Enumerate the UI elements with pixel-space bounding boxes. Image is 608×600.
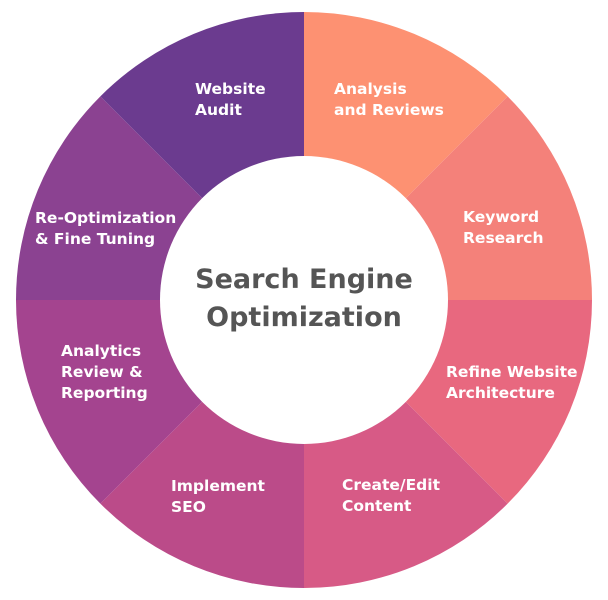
segment-label-line: Implement [171, 477, 266, 495]
segment-label-line: and Reviews [334, 101, 444, 119]
center-title-line: Search Engine [195, 264, 413, 295]
segment-label-line: Website [195, 80, 266, 98]
segment-label-line: Re-Optimization [35, 209, 176, 227]
segment-label-line: & Fine Tuning [35, 230, 155, 248]
segment-label-line: Keyword [463, 208, 539, 226]
segment-label-line: Create/Edit [342, 476, 441, 494]
segment-label-line: Reporting [61, 384, 148, 402]
center-title-line: Optimization [206, 302, 402, 333]
segment-label-line: Analytics [61, 342, 141, 360]
segment-label-analysis-reviews: Analysis and Reviews [334, 80, 444, 119]
segment-label-line: Content [342, 497, 412, 515]
segment-label-line: Architecture [446, 384, 555, 402]
center-circle [160, 156, 448, 444]
segment-label-line: Refine Website [446, 363, 578, 381]
segment-label-line: Analysis [334, 80, 407, 98]
segment-label-line: Audit [195, 101, 242, 119]
segment-label-line: Review & [61, 363, 143, 381]
segment-label-re-optimization: Re-Optimization & Fine Tuning [35, 209, 176, 248]
segment-label-line: Research [463, 229, 544, 247]
segment-label-line: SEO [171, 498, 206, 516]
